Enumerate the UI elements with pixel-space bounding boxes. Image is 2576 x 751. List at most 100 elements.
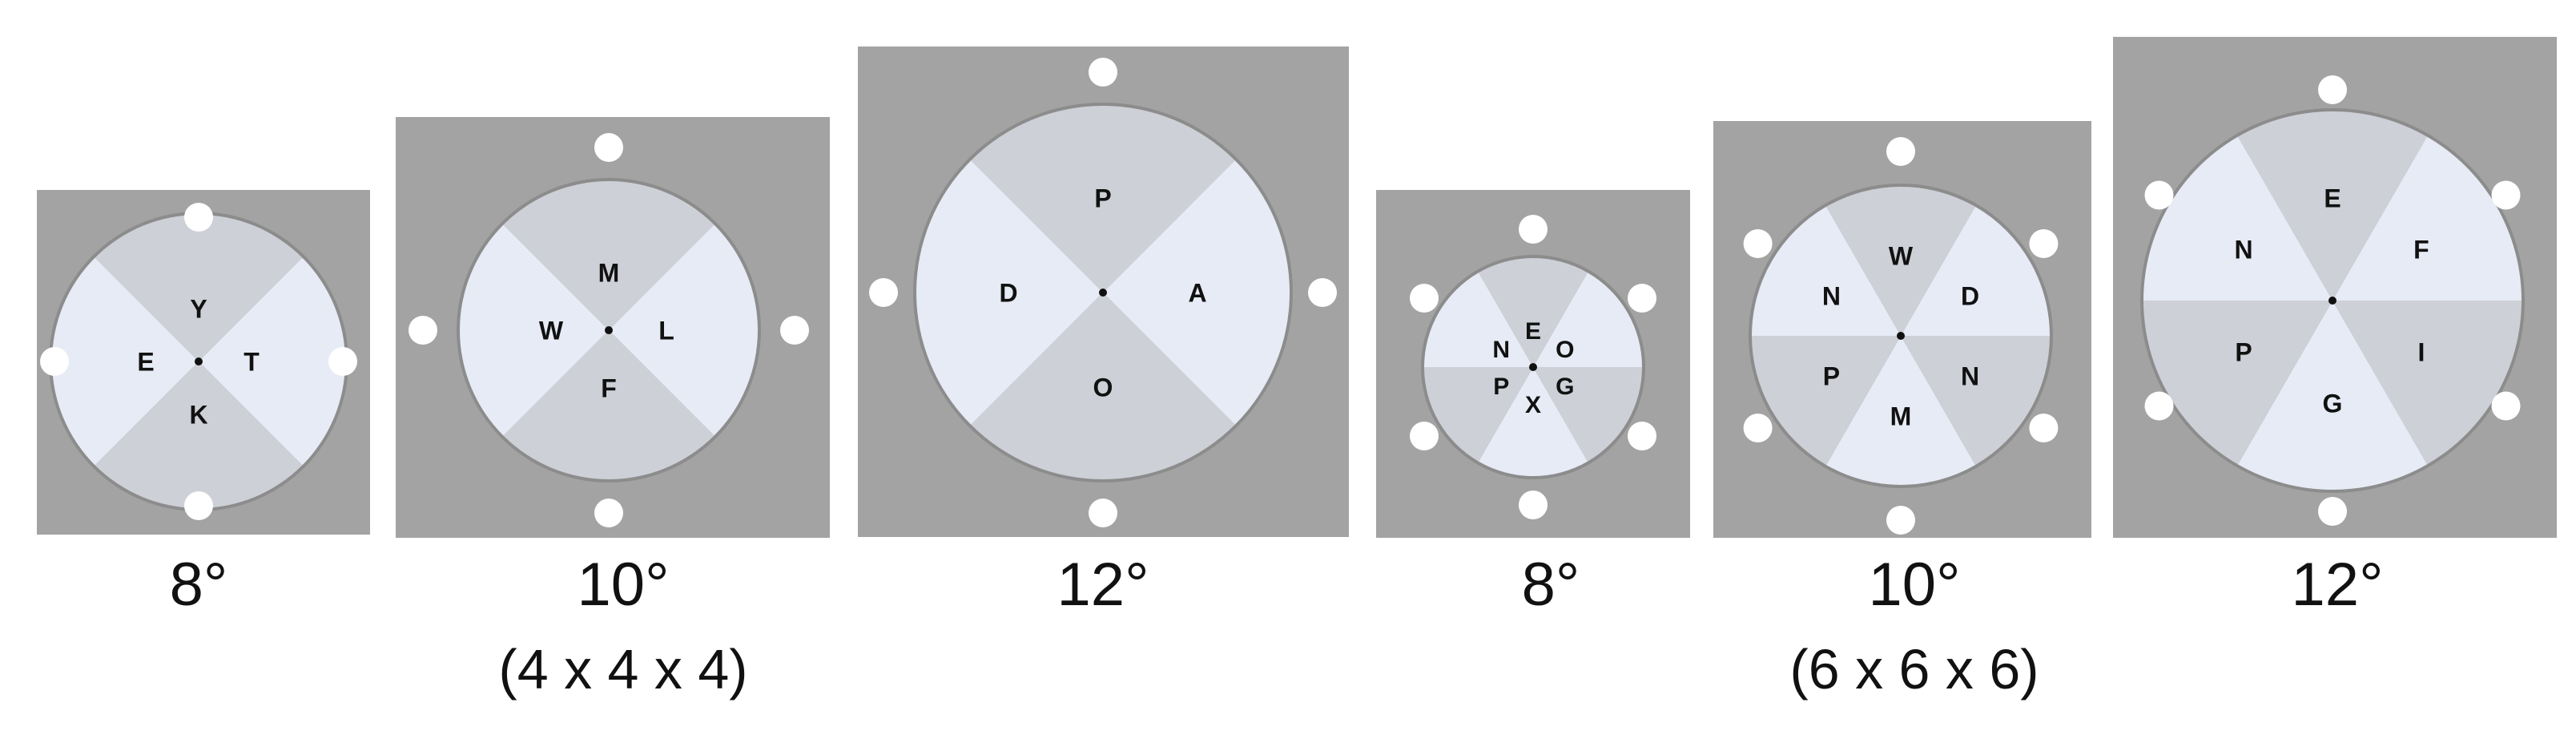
sector-2 xyxy=(199,257,345,466)
mounting-hole-2 xyxy=(780,316,809,345)
sector-letter-3: K xyxy=(189,401,207,430)
mounting-hole-4 xyxy=(2318,497,2347,526)
sector-6 xyxy=(1424,273,1533,367)
mounting-hole-6 xyxy=(1410,284,1439,313)
mounting-hole-4 xyxy=(1886,506,1915,535)
sector-letter-6: N xyxy=(2235,236,2253,264)
sector-letter-1: Y xyxy=(190,295,207,324)
mounting-hole-1 xyxy=(184,203,213,232)
sector-4 xyxy=(460,224,609,436)
sector-5 xyxy=(1424,367,1533,462)
sector-letter-3: O xyxy=(1093,373,1113,402)
mounting-hole-2 xyxy=(2491,180,2521,210)
sector-letter-3: I xyxy=(2417,338,2425,367)
stimulus-figure-2: M L F W xyxy=(396,117,830,538)
mounting-hole-1 xyxy=(594,133,623,162)
mounting-hole-2 xyxy=(2029,229,2059,258)
sector-6 xyxy=(2143,136,2332,301)
sector-3 xyxy=(1901,336,2050,466)
sector-3 xyxy=(2332,301,2522,465)
mounting-hole-5 xyxy=(1410,422,1439,450)
sector-letter-5: P xyxy=(1823,362,1840,391)
mounting-hole-1 xyxy=(1089,58,1117,87)
sector-3 xyxy=(503,330,714,479)
sector-letter-1: W xyxy=(1889,242,1914,271)
mounting-hole-4 xyxy=(40,347,69,376)
sector-1 xyxy=(95,215,303,361)
caption-angle-3: 12° xyxy=(1057,551,1149,619)
mounting-hole-3 xyxy=(184,491,213,520)
sector-letter-2: O xyxy=(1556,337,1574,363)
sector-letter-2: A xyxy=(1188,279,1206,308)
sector-4 xyxy=(916,160,1103,425)
stimulus-figure-6: E F I G P N xyxy=(2113,37,2557,538)
mounting-hole-1 xyxy=(1519,215,1548,244)
caption-angle-4: 8° xyxy=(1521,551,1580,619)
mounting-hole-4 xyxy=(409,316,437,345)
sector-2 xyxy=(609,224,758,436)
center-dot xyxy=(1897,332,1905,340)
sector-2 xyxy=(1103,160,1290,425)
mounting-hole-3 xyxy=(2029,414,2059,442)
mounting-hole-2 xyxy=(328,347,357,376)
sector-letter-2: T xyxy=(244,348,260,377)
sector-4 xyxy=(2238,301,2427,490)
center-dot xyxy=(605,326,613,334)
mounting-hole-2 xyxy=(1628,284,1656,313)
sector-letter-2: L xyxy=(658,317,674,345)
center-dot xyxy=(195,357,203,365)
sector-6 xyxy=(1752,206,1901,336)
center-dot xyxy=(2328,297,2337,305)
sector-letter-4: X xyxy=(1525,392,1541,418)
mounting-hole-3 xyxy=(2491,391,2521,421)
sector-letter-6: N xyxy=(1492,337,1510,363)
sector-2 xyxy=(2332,136,2522,301)
sector-1 xyxy=(1479,257,1588,367)
mounting-hole-4 xyxy=(1519,491,1548,519)
stimulus-figure-1: Y T K E xyxy=(37,190,370,535)
sector-5 xyxy=(2143,301,2332,465)
sector-letter-4: W xyxy=(539,317,564,345)
sector-letter-5: P xyxy=(1493,373,1509,400)
caption-angle-6: 12° xyxy=(2291,551,2384,619)
sector-3 xyxy=(95,361,303,508)
sector-letter-3: F xyxy=(601,374,617,403)
mounting-hole-5 xyxy=(2144,391,2174,421)
mounting-hole-3 xyxy=(1628,422,1656,450)
sector-5 xyxy=(1752,336,1901,466)
sector-3 xyxy=(971,293,1235,480)
mounting-hole-1 xyxy=(1886,137,1915,166)
sector-letter-1: E xyxy=(2324,184,2341,213)
mounting-hole-4 xyxy=(869,278,898,307)
mounting-hole-6 xyxy=(2144,180,2174,210)
sector-letter-4: D xyxy=(999,279,1017,308)
sector-letter-1: E xyxy=(1525,318,1541,345)
caption-angle-2: 10° xyxy=(577,551,670,619)
mounting-hole-5 xyxy=(1743,414,1773,442)
mounting-hole-1 xyxy=(2318,75,2347,104)
stimulus-figure-3: P A O D xyxy=(858,46,1349,537)
sector-letter-2: D xyxy=(1961,282,1979,311)
mounting-hole-3 xyxy=(594,499,623,527)
sector-3 xyxy=(1533,367,1642,462)
sector-2 xyxy=(1533,273,1642,367)
mounting-hole-6 xyxy=(1743,229,1773,258)
mounting-hole-2 xyxy=(1308,278,1337,307)
sector-1 xyxy=(2238,111,2427,301)
sector-letter-3: G xyxy=(1556,373,1574,400)
sector-letter-1: P xyxy=(1094,184,1111,213)
sector-letter-3: N xyxy=(1961,362,1979,391)
sector-letter-1: M xyxy=(598,259,620,288)
sector-letter-2: F xyxy=(2413,236,2429,264)
sector-2 xyxy=(1901,206,2050,336)
caption-subtitle-5: (6 x 6 x 6) xyxy=(1789,638,2039,701)
sector-letter-4: E xyxy=(137,348,154,377)
caption-angle-1: 8° xyxy=(169,551,228,619)
sector-letter-5: P xyxy=(2235,338,2252,367)
sector-letter-4: G xyxy=(2323,390,2343,418)
sector-4 xyxy=(52,257,199,466)
